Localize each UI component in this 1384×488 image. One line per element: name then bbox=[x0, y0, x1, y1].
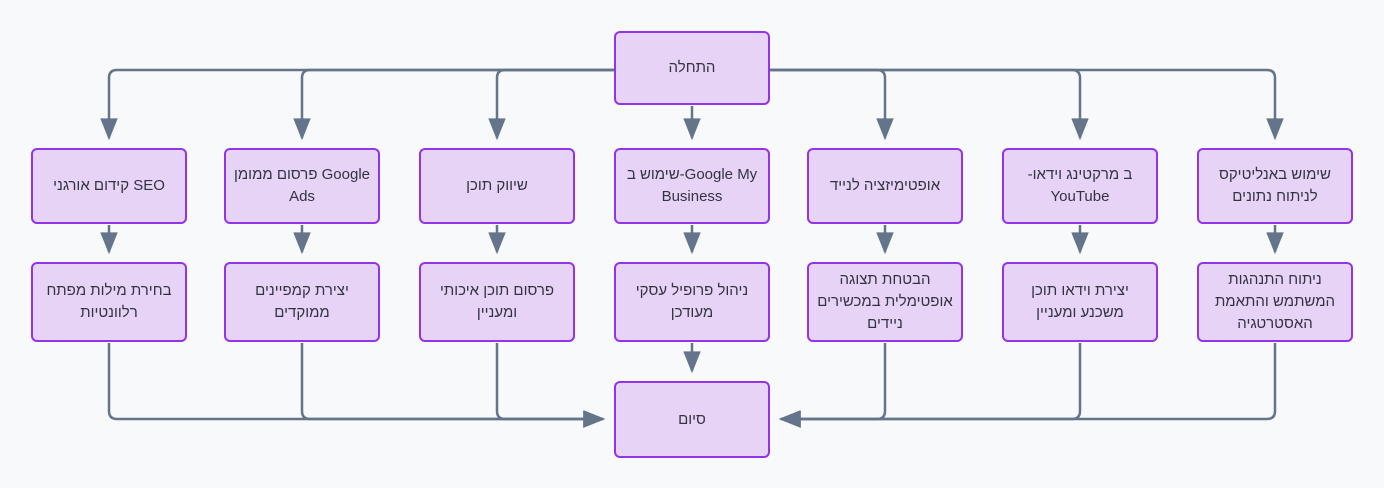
edge-start-ads bbox=[293, 68, 614, 141]
node-label-line: שיווק תוכן bbox=[466, 177, 528, 194]
node-campaigns: יצירת קמפיינים ממוקדים bbox=[224, 262, 380, 342]
node-label-line: יצירת קמפיינים bbox=[255, 282, 349, 299]
node-label-line: אופטימלית במכשירים bbox=[817, 293, 953, 310]
node-profile: ניהול פרופיל עסקי מעודכן bbox=[614, 262, 770, 342]
node-keywords: בחירת מילות מפתח רלוונטיות bbox=[31, 262, 187, 342]
node-label-line: פרסום ממומן Google bbox=[233, 166, 371, 183]
node-label-line: YouTube bbox=[1050, 188, 1110, 205]
node-mobile: אופטימיזציה לנייד bbox=[807, 148, 963, 224]
node-end: סיום bbox=[614, 381, 770, 458]
edge-campaigns-end bbox=[300, 343, 606, 428]
node-label-line: מעודכן bbox=[670, 304, 714, 321]
edge-start-youtube bbox=[770, 68, 1089, 141]
node-label-line: המשתמש והתאמת bbox=[1214, 293, 1336, 310]
node-label-line: ניתוח התנהגות bbox=[1228, 271, 1322, 288]
node-label-line: Ads bbox=[289, 188, 315, 205]
edge-behavior-end bbox=[778, 343, 1277, 428]
node-label-line: רלוונטיות bbox=[80, 304, 138, 321]
edge-keywords-end bbox=[107, 343, 606, 428]
node-label-line: אופטימיזציה לנייד bbox=[829, 177, 941, 194]
node-label-line: ניידים bbox=[867, 315, 903, 332]
node-analytics: שימוש באנליטיקס לניתוח נתונים bbox=[1197, 148, 1353, 224]
node-label-line: האסטרטגיה bbox=[1237, 315, 1313, 332]
edge-video-end bbox=[778, 343, 1082, 428]
node-label-line: משכנע ומעניין bbox=[1036, 304, 1124, 321]
node-label-line: פרסום תוכן איכותי bbox=[439, 282, 555, 299]
node-label-line: בחירת מילות מפתח bbox=[46, 282, 172, 299]
node-ads: פרסום ממומן Google Ads bbox=[224, 148, 380, 224]
node-label-line: שימוש ב-Google My bbox=[626, 166, 758, 183]
node-label-line: התחלה bbox=[668, 59, 716, 76]
node-label-line: יצירת וידאו תוכן bbox=[1031, 282, 1129, 299]
node-gmb: שימוש ב-Google My Business bbox=[614, 148, 770, 224]
edge-start-mobile bbox=[770, 68, 894, 141]
node-label-line: הבטחת תצוגה bbox=[839, 271, 931, 288]
edge-start-seo bbox=[100, 68, 614, 141]
node-seo: קידום אורגני SEO bbox=[31, 148, 187, 224]
node-label-line: Business bbox=[661, 188, 723, 205]
edge-start-analytics bbox=[770, 68, 1284, 141]
node-label-line: סיום bbox=[678, 410, 706, 428]
node-video: יצירת וידאו תוכן משכנע ומעניין bbox=[1002, 262, 1158, 342]
node-youtube: -ב מרקטינג וידאו YouTube bbox=[1002, 148, 1158, 224]
node-label-line: ניהול פרופיל עסקי bbox=[635, 282, 749, 299]
edge-display-end bbox=[778, 343, 887, 428]
node-label-line: ממוקדים bbox=[274, 304, 330, 321]
node-content: שיווק תוכן bbox=[419, 148, 575, 224]
edge-quality-end bbox=[495, 343, 606, 428]
node-start: התחלה bbox=[614, 31, 770, 105]
node-label-line: -ב מרקטינג וידאו bbox=[1027, 166, 1133, 183]
node-display: הבטחת תצוגה אופטימלית במכשירים ניידים bbox=[807, 262, 963, 342]
node-label-line: לניתוח נתונים bbox=[1232, 188, 1318, 205]
node-behavior: ניתוח התנהגות המשתמש והתאמת האסטרטגיה bbox=[1197, 262, 1353, 342]
node-label-line: ומעניין bbox=[476, 304, 518, 321]
node-label-line: שימוש באנליטיקס bbox=[1218, 166, 1331, 183]
node-quality: פרסום תוכן איכותי ומעניין bbox=[419, 262, 575, 342]
edge-start-content bbox=[488, 68, 614, 141]
node-label-line: קידום אורגני SEO bbox=[53, 177, 165, 194]
